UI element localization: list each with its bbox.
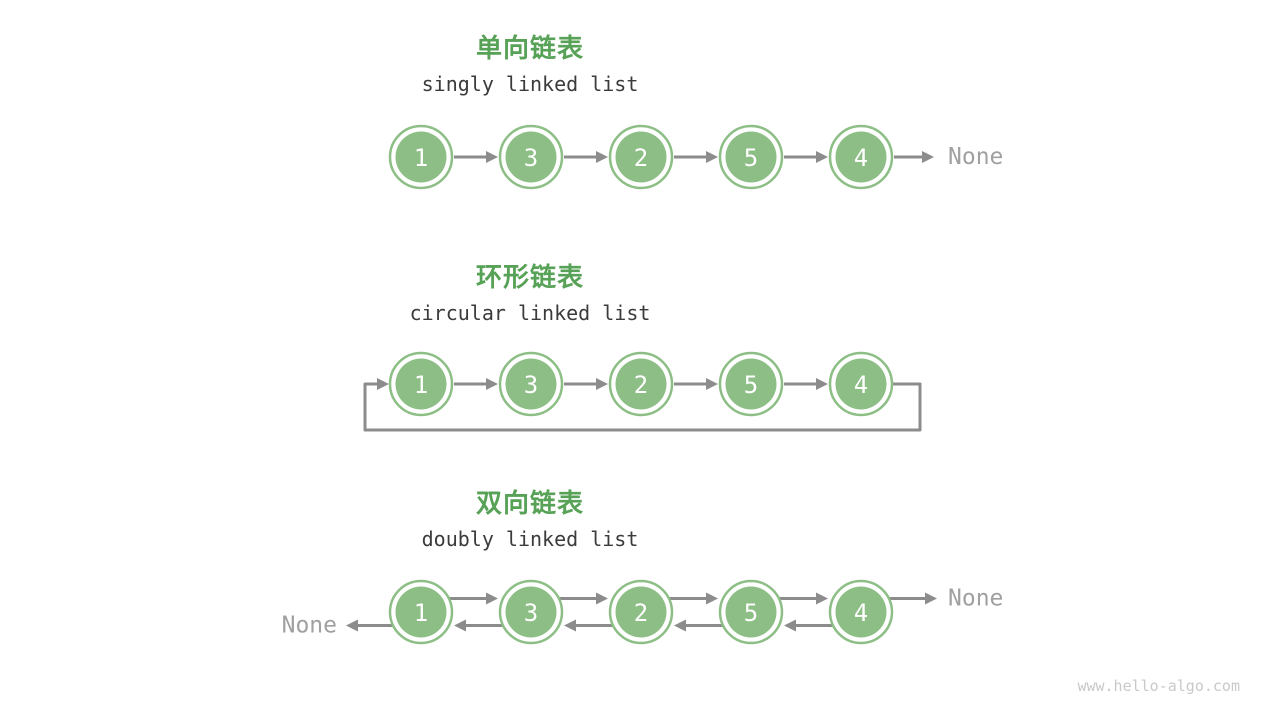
node: 1	[388, 124, 454, 190]
node-body	[505, 586, 557, 638]
node-value: 3	[524, 371, 538, 399]
node-body	[835, 131, 887, 183]
node-body	[725, 358, 777, 410]
node: 3	[498, 579, 564, 645]
section-singly-header: 单向链表 singly linked list	[230, 36, 830, 94]
node-body	[615, 358, 667, 410]
node-value: 4	[854, 144, 868, 172]
node-body	[835, 358, 887, 410]
node-body	[615, 586, 667, 638]
none-label: None	[282, 613, 337, 639]
node: 2	[608, 579, 674, 645]
section-circular-header: 环形链表 circular linked list	[230, 265, 830, 323]
section-subtitle-en: circular linked list	[409, 301, 651, 325]
node-body	[725, 586, 777, 638]
section-title-zh: 双向链表	[475, 489, 584, 519]
section-subtitle-en: singly linked list	[421, 72, 639, 96]
node-value: 1	[414, 371, 428, 399]
node: 4	[828, 579, 894, 645]
node: 2	[608, 124, 674, 190]
node-body	[395, 586, 447, 638]
node-value: 5	[744, 371, 758, 399]
node: 2	[608, 351, 674, 417]
node: 4	[828, 124, 894, 190]
node: 4	[828, 351, 894, 417]
node-value: 5	[744, 144, 758, 172]
node-value: 1	[414, 599, 428, 627]
circular-linked-list-diagram: 1 3 2 5 4	[363, 351, 922, 432]
loop-back-line	[363, 378, 922, 432]
node-body	[395, 131, 447, 183]
node-body	[615, 131, 667, 183]
node: 3	[498, 124, 564, 190]
singly-linked-list-diagram: None 1 3 2 5 4	[388, 124, 1003, 190]
watermark: www.hello-algo.com	[1077, 677, 1240, 695]
node: 5	[718, 351, 784, 417]
section-subtitle-en: doubly linked list	[421, 527, 639, 551]
node: 5	[718, 124, 784, 190]
node: 1	[388, 351, 454, 417]
node-value: 3	[524, 599, 538, 627]
node: 1	[388, 579, 454, 645]
node-value: 5	[744, 599, 758, 627]
node-body	[395, 358, 447, 410]
none-label: None	[948, 586, 1003, 612]
node-body	[505, 131, 557, 183]
node-value: 1	[414, 144, 428, 172]
node-value: 2	[634, 144, 648, 172]
section-title-zh: 单向链表	[475, 34, 584, 64]
node-value: 2	[634, 599, 648, 627]
node: 3	[498, 351, 564, 417]
node: 5	[718, 579, 784, 645]
none-label: None	[948, 144, 1003, 170]
section-title-zh: 环形链表	[475, 263, 584, 293]
node-body	[835, 586, 887, 638]
node-body	[725, 131, 777, 183]
node-value: 4	[854, 599, 868, 627]
section-doubly-header: 双向链表 doubly linked list	[230, 491, 830, 549]
node-value: 3	[524, 144, 538, 172]
node-value: 2	[634, 371, 648, 399]
node-value: 4	[854, 371, 868, 399]
node-body	[505, 358, 557, 410]
